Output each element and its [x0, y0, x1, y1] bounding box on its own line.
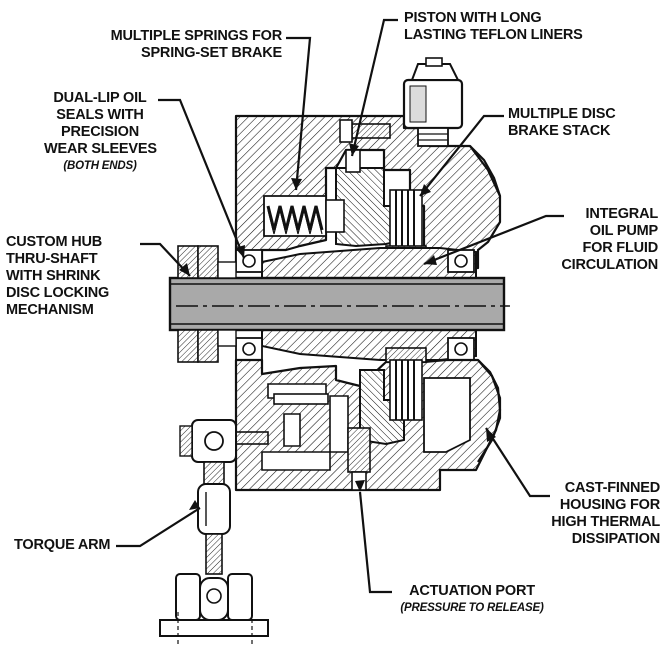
label-note: (BOTH ENDS): [63, 160, 137, 172]
leader-arrowheads: [179, 143, 496, 510]
leader-springs: [286, 36, 312, 191]
label-line: THRU-SHAFT: [6, 251, 98, 267]
label-line: PISTON WITH LONG: [404, 10, 542, 26]
leader-housing: [485, 427, 550, 498]
bearings: [235, 249, 475, 361]
label-oil-pump: INTEGRAL OIL PUMP FOR FLUID CIRCULATION: [540, 206, 658, 274]
label-torque-arm: TORQUE ARM: [14, 537, 118, 554]
label-line: BRAKE STACK: [508, 123, 611, 139]
label-line: HIGH THERMAL: [551, 514, 660, 530]
label-line: HOUSING FOR: [559, 497, 660, 513]
label-line: MULTIPLE SPRINGS FOR: [110, 28, 283, 44]
label-line: OIL PUMP: [589, 223, 658, 239]
label-piston: PISTON WITH LONG LASTING TEFLON LINERS: [404, 10, 614, 44]
label-line: CAST-FINNED: [564, 480, 660, 496]
label-line: PRECISION: [61, 124, 139, 140]
guide-pin: [273, 393, 329, 405]
label-line: FOR FLUID: [582, 240, 658, 256]
disc-stack-lower: [385, 347, 427, 421]
label-disc-brake-stack: MULTIPLE DISC BRAKE STACK: [508, 106, 638, 140]
label-line: INTEGRAL: [585, 206, 658, 222]
label-line: DUAL-LIP OIL: [53, 90, 147, 106]
label-line: CIRCULATION: [561, 257, 658, 273]
leader-seals: [158, 98, 246, 259]
label-line: LASTING TEFLON LINERS: [404, 27, 583, 43]
housing-bolt-upper: [339, 119, 391, 143]
label-line: MULTIPLE DISC: [508, 106, 616, 122]
label-multiple-springs: MULTIPLE SPRINGS FOR SPRING-SET BRAKE: [96, 28, 283, 62]
label-line: SEALS WITH: [56, 107, 144, 123]
label-custom-hub: CUSTOM HUB THRU-SHAFT WITH SHRINK DISC L…: [6, 234, 140, 319]
leader-piston: [350, 18, 398, 157]
label-line: DISC LOCKING: [6, 285, 110, 301]
leader-disc-stack: [419, 114, 504, 197]
valve-assembly: [402, 57, 464, 147]
label-cast-finned-housing: CAST-FINNED HOUSING FOR HIGH THERMAL DIS…: [530, 480, 660, 548]
label-line: WEAR SLEEVES: [44, 141, 157, 157]
shrink-disc: [177, 245, 237, 363]
label-oil-seals: DUAL-LIP OIL SEALS WITH PRECISION WEAR S…: [44, 90, 157, 174]
label-line: CUSTOM HUB: [6, 234, 103, 250]
leader-torque-arm: [116, 507, 201, 548]
leader-hub: [140, 242, 191, 277]
label-line: WITH SHRINK: [6, 268, 101, 284]
leader-lines: [116, 18, 564, 594]
leader-pump: [423, 214, 564, 266]
leader-port: [358, 491, 392, 594]
label-actuation-port: ACTUATION PORT (PRESSURE TO RELEASE): [384, 583, 560, 616]
label-line: TORQUE ARM: [14, 537, 111, 553]
label-line: DISSIPATION: [571, 531, 661, 547]
brake-springs: [266, 199, 345, 235]
label-note: (PRESSURE TO RELEASE): [400, 602, 544, 614]
label-line: SPRING-SET BRAKE: [140, 45, 282, 61]
label-line: MECHANISM: [6, 302, 94, 318]
piston-upper: [335, 149, 405, 248]
torque-arm-drawing: [159, 419, 269, 644]
label-line: ACTUATION PORT: [409, 583, 535, 599]
thru-shaft: [168, 276, 510, 332]
